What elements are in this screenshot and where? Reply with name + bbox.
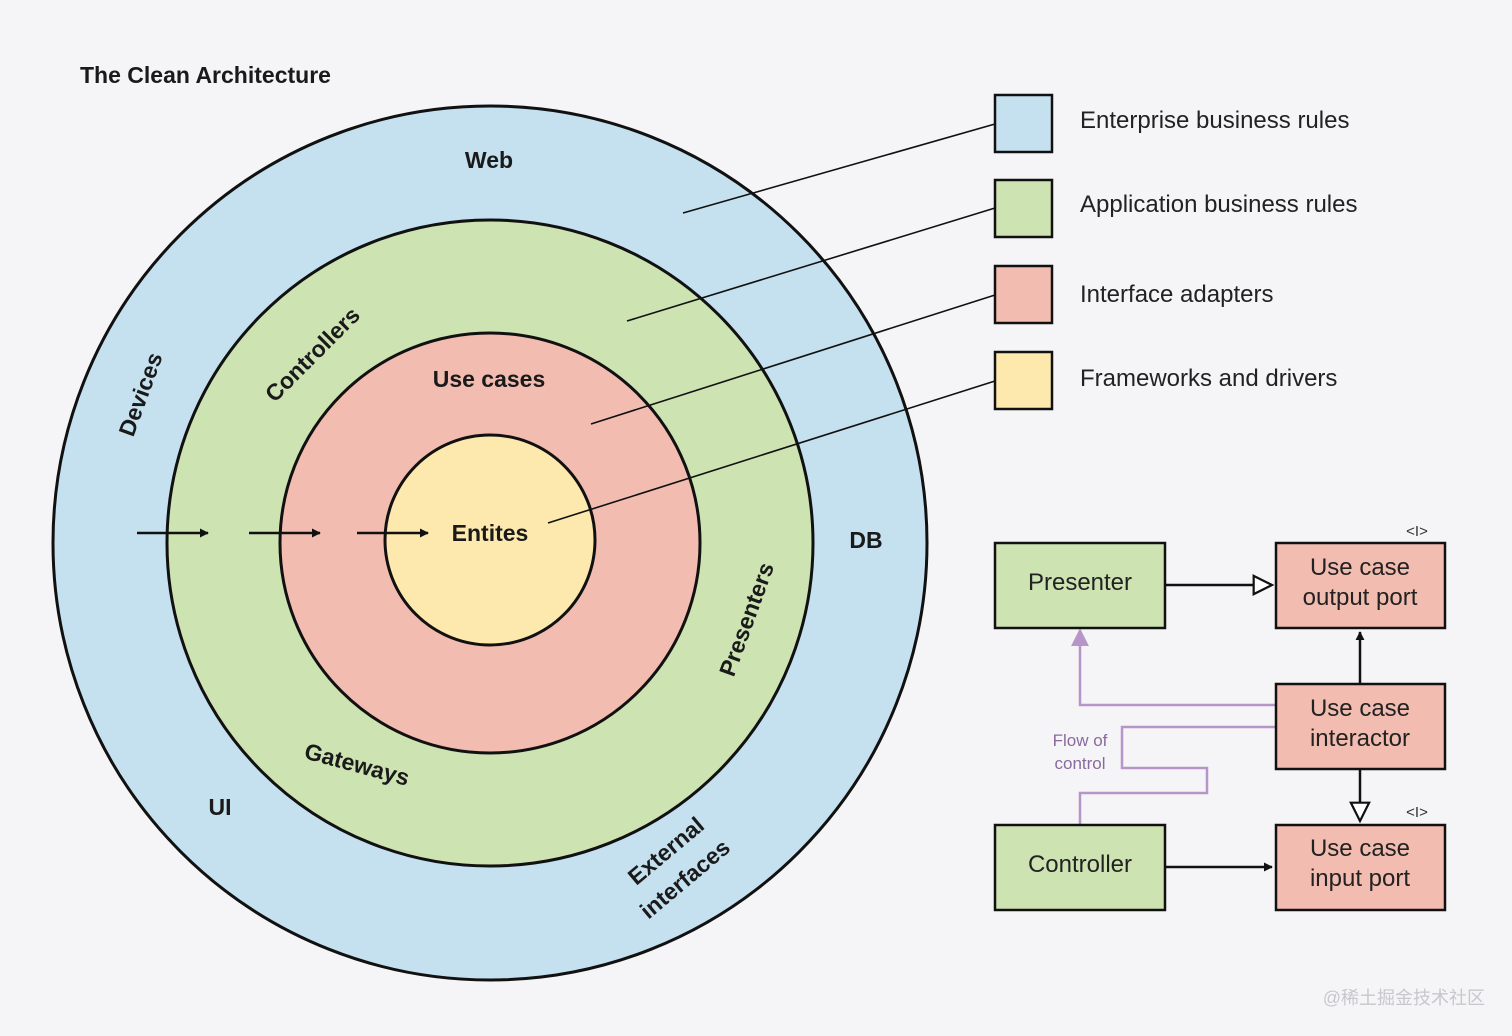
flow-label-line1: Flow of <box>1053 731 1108 750</box>
input-port-label-line1: Use case <box>1310 835 1410 862</box>
output-port-box <box>1274 541 1447 630</box>
legend-swatch-adapters <box>993 264 1054 325</box>
legend-label-application: Application business rules <box>1080 191 1358 218</box>
controller-box <box>993 823 1167 912</box>
leader-line-frameworks <box>547 380 996 524</box>
input-port-interface-marker: <I> <box>1406 804 1428 821</box>
output-port-label-line2: output port <box>1303 584 1418 611</box>
label-ui: UI <box>209 794 232 820</box>
label-entities: Entites <box>452 520 529 546</box>
presenter-label: Presenter <box>1028 569 1132 596</box>
leader-line-application <box>626 207 996 322</box>
interactor-label-line1: Use case <box>1310 695 1410 722</box>
label-db: DB <box>849 527 882 553</box>
legend-swatch-application <box>993 178 1054 239</box>
legend-swatch-frameworks <box>993 350 1054 411</box>
output-port-label-line1: Use case <box>1310 554 1410 581</box>
input-port-label-line2: input port <box>1310 865 1410 892</box>
legend-leader-lines <box>547 123 996 524</box>
label-use-cases: Use cases <box>433 366 546 392</box>
legend-label-adapters: Interface adapters <box>1080 281 1273 308</box>
output-port-interface-marker: <I> <box>1406 523 1428 540</box>
flow-of-control-arrow <box>1071 628 1276 707</box>
label-web: Web <box>465 147 513 173</box>
interactor-label-line2: interactor <box>1310 725 1410 752</box>
flow-of-control-diagram: Flow of control Presenter Controller <I>… <box>993 523 1447 912</box>
legend-label-frameworks: Frameworks and drivers <box>1080 365 1337 392</box>
presenter-box <box>993 541 1167 630</box>
flow-label-line2: control <box>1054 754 1105 773</box>
legend-swatch-enterprise <box>993 93 1054 154</box>
legend: Enterprise business rules Application bu… <box>993 93 1358 411</box>
architecture-rings <box>51 104 929 982</box>
leader-line-enterprise <box>682 123 996 214</box>
ring-enterprise-core <box>383 433 597 647</box>
watermark: @稀土掘金技术社区 <box>1323 988 1485 1008</box>
interactor-box <box>1274 682 1447 771</box>
flow-of-control-path <box>1078 725 1276 825</box>
leader-line-adapters <box>590 294 996 425</box>
legend-label-enterprise: Enterprise business rules <box>1080 107 1349 134</box>
input-port-box <box>1274 823 1447 912</box>
diagram-title: The Clean Architecture <box>80 62 331 88</box>
controller-label: Controller <box>1028 851 1132 878</box>
